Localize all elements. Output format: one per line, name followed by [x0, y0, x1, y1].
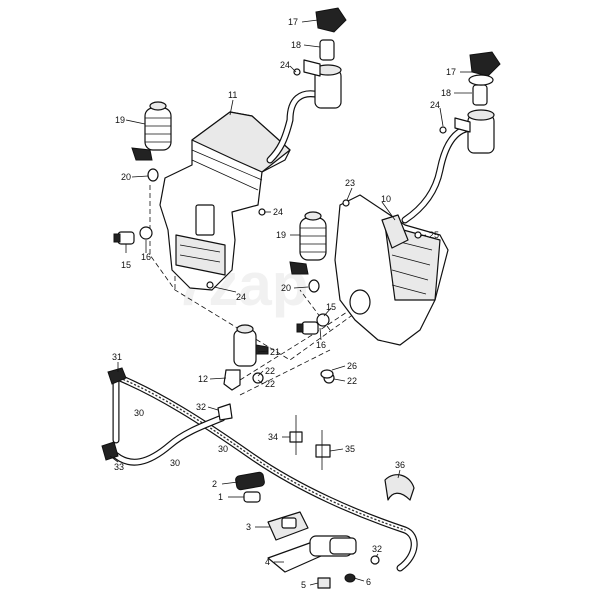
washer-hoses: [101, 367, 418, 572]
callout-31: 31: [112, 352, 122, 362]
callout-21: 21: [270, 347, 280, 357]
callout-20-left: 20: [121, 172, 131, 182]
callout-32-upper: 32: [196, 402, 206, 412]
callout-6: 6: [366, 577, 371, 587]
callout-22-right: 22: [347, 376, 357, 386]
washer-pump-right: [289, 211, 327, 293]
callout-17-left: 17: [288, 17, 298, 27]
callout-16-right: 16: [316, 340, 326, 350]
callout-labels: 17 18 24 11 19 20 24 23 10 17 18 24 25 1…: [112, 17, 456, 590]
filler-neck-right: [401, 51, 501, 224]
callout-22-left-lower: 22: [265, 379, 275, 389]
callout-26: 26: [347, 361, 357, 371]
callout-5: 5: [301, 580, 306, 590]
headlamp-washer-pump: [223, 324, 335, 391]
callout-18-right: 18: [441, 88, 451, 98]
callout-30-main: 30: [218, 444, 228, 454]
callout-12: 12: [198, 374, 208, 384]
callout-33: 33: [114, 462, 124, 472]
callout-3: 3: [246, 522, 251, 532]
callout-1: 1: [218, 492, 223, 502]
callout-4: 4: [265, 557, 270, 567]
callout-15-right: 15: [326, 302, 336, 312]
callout-35: 35: [345, 444, 355, 454]
washer-pump-left: [131, 101, 172, 182]
callout-32-lower: 32: [372, 544, 382, 554]
filler-neck-left: [266, 7, 347, 164]
callout-24-filler-left: 24: [280, 60, 290, 70]
callout-24-lower: 24: [236, 292, 246, 302]
pump-grommet-left: [113, 226, 153, 245]
callout-30-vertical: 30: [134, 408, 144, 418]
callout-30-lower: 30: [170, 458, 180, 468]
callout-25: 25: [429, 230, 439, 240]
washer-fluid-reservoir: [159, 111, 291, 291]
callout-16-left: 16: [141, 252, 151, 262]
nozzle-assembly: [235, 471, 380, 589]
pump-grommet-right: [296, 313, 330, 335]
callout-11: 11: [228, 90, 237, 100]
callout-24-reservoir: 24: [273, 207, 283, 217]
callout-22-left: 22: [265, 366, 275, 376]
callout-18-left: 18: [291, 40, 301, 50]
callout-15-left: 15: [121, 260, 131, 270]
callout-20-right: 20: [281, 283, 291, 293]
callout-34: 34: [268, 432, 278, 442]
callout-23: 23: [345, 178, 355, 188]
callout-2: 2: [212, 479, 217, 489]
callout-24-filler-right: 24: [430, 100, 440, 110]
callout-17-right: 17: [446, 67, 456, 77]
callout-10: 10: [381, 194, 391, 204]
secondary-reservoir: [334, 194, 449, 346]
callout-36: 36: [395, 460, 405, 470]
leader-lines: [109, 19, 472, 586]
callout-19-right: 19: [276, 230, 286, 240]
callout-19-left: 19: [115, 115, 125, 125]
